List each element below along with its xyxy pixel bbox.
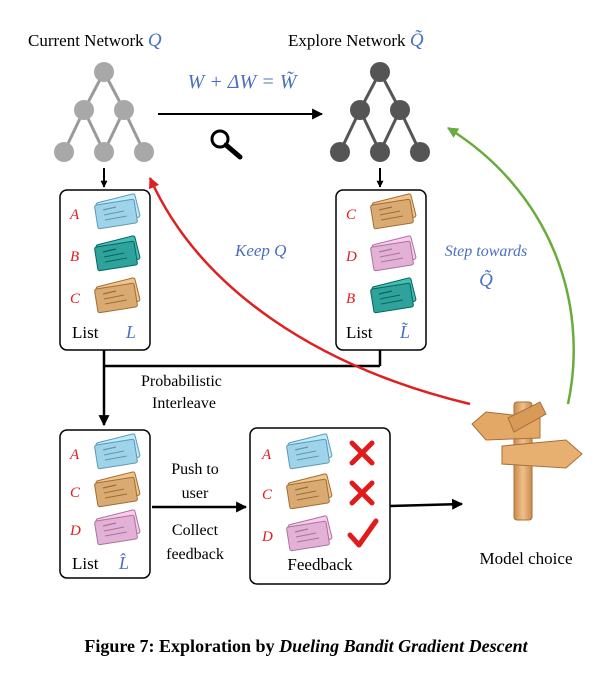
list-interleaved-item-0: A — [69, 447, 80, 463]
list-current-name: List — [72, 323, 99, 342]
document-icon — [286, 515, 333, 552]
document-icon — [286, 473, 333, 510]
document-icon — [370, 277, 417, 314]
document-icon — [94, 471, 141, 508]
list-current-symbol: L — [125, 322, 136, 342]
list-current-item-1: B — [70, 249, 79, 265]
collect-label-line2: feedback — [166, 546, 224, 563]
document-icon — [94, 509, 141, 546]
list-explore-item-1: D — [345, 249, 357, 265]
feedback-name: Feedback — [287, 555, 353, 574]
push-label-line2: user — [182, 485, 209, 502]
current-network-title: Current Network Q — [28, 30, 162, 51]
list-explore-item-2: B — [346, 291, 355, 307]
interleave-label-line1: Probabilistic — [141, 373, 222, 390]
interleave-connector — [98, 350, 382, 427]
feedback-item-0: A — [261, 447, 272, 463]
step-towards-symbol: Q̃ — [479, 270, 493, 291]
list-interleaved-name: List — [72, 554, 99, 573]
cross-icon — [349, 480, 375, 506]
document-icon — [370, 235, 417, 272]
check-icon — [347, 518, 379, 548]
step-towards-label: Step towards — [445, 243, 528, 260]
push-label-line1: Push to — [171, 461, 219, 478]
keep-arrow — [148, 176, 471, 406]
feedback-item-2: D — [261, 529, 273, 545]
keep-label: Keep Q — [234, 241, 286, 260]
figure-caption: Figure 7: Exploration by Dueling Bandit … — [84, 636, 528, 656]
list-interleaved-item-1: C — [70, 485, 81, 501]
explore-network-tree-icon — [330, 62, 430, 162]
document-icon — [286, 433, 333, 470]
list-explore-item-0: C — [346, 207, 357, 223]
list-explore-symbol: L̃ — [399, 322, 410, 342]
explore-network-title: Explore Network Q̃ — [288, 30, 424, 51]
magnifier-icon — [210, 129, 243, 160]
document-icon — [370, 193, 417, 230]
current-network-tree-icon — [54, 62, 154, 162]
feedback-to-model-arrow — [389, 498, 464, 510]
interleave-label-line2: Interleave — [152, 395, 216, 412]
document-icon — [94, 235, 141, 272]
update-equation: W + ΔW = W̃ — [188, 70, 299, 93]
document-icon — [94, 277, 141, 314]
list-explore-name: List — [346, 323, 373, 342]
step-arrow — [447, 126, 575, 405]
list-interleaved-symbol: L̂ — [118, 553, 129, 573]
feedback-item-1: C — [262, 487, 273, 503]
document-icon — [94, 193, 141, 230]
list-current-item-2: C — [70, 291, 81, 307]
list-interleaved-item-2: D — [69, 523, 81, 539]
list-current-item-0: A — [69, 207, 80, 223]
document-icon — [94, 433, 141, 470]
collect-label-line1: Collect — [172, 522, 219, 539]
signpost-icon — [471, 401, 583, 521]
model-choice-label: Model choice — [480, 549, 573, 568]
cross-icon — [349, 440, 375, 466]
